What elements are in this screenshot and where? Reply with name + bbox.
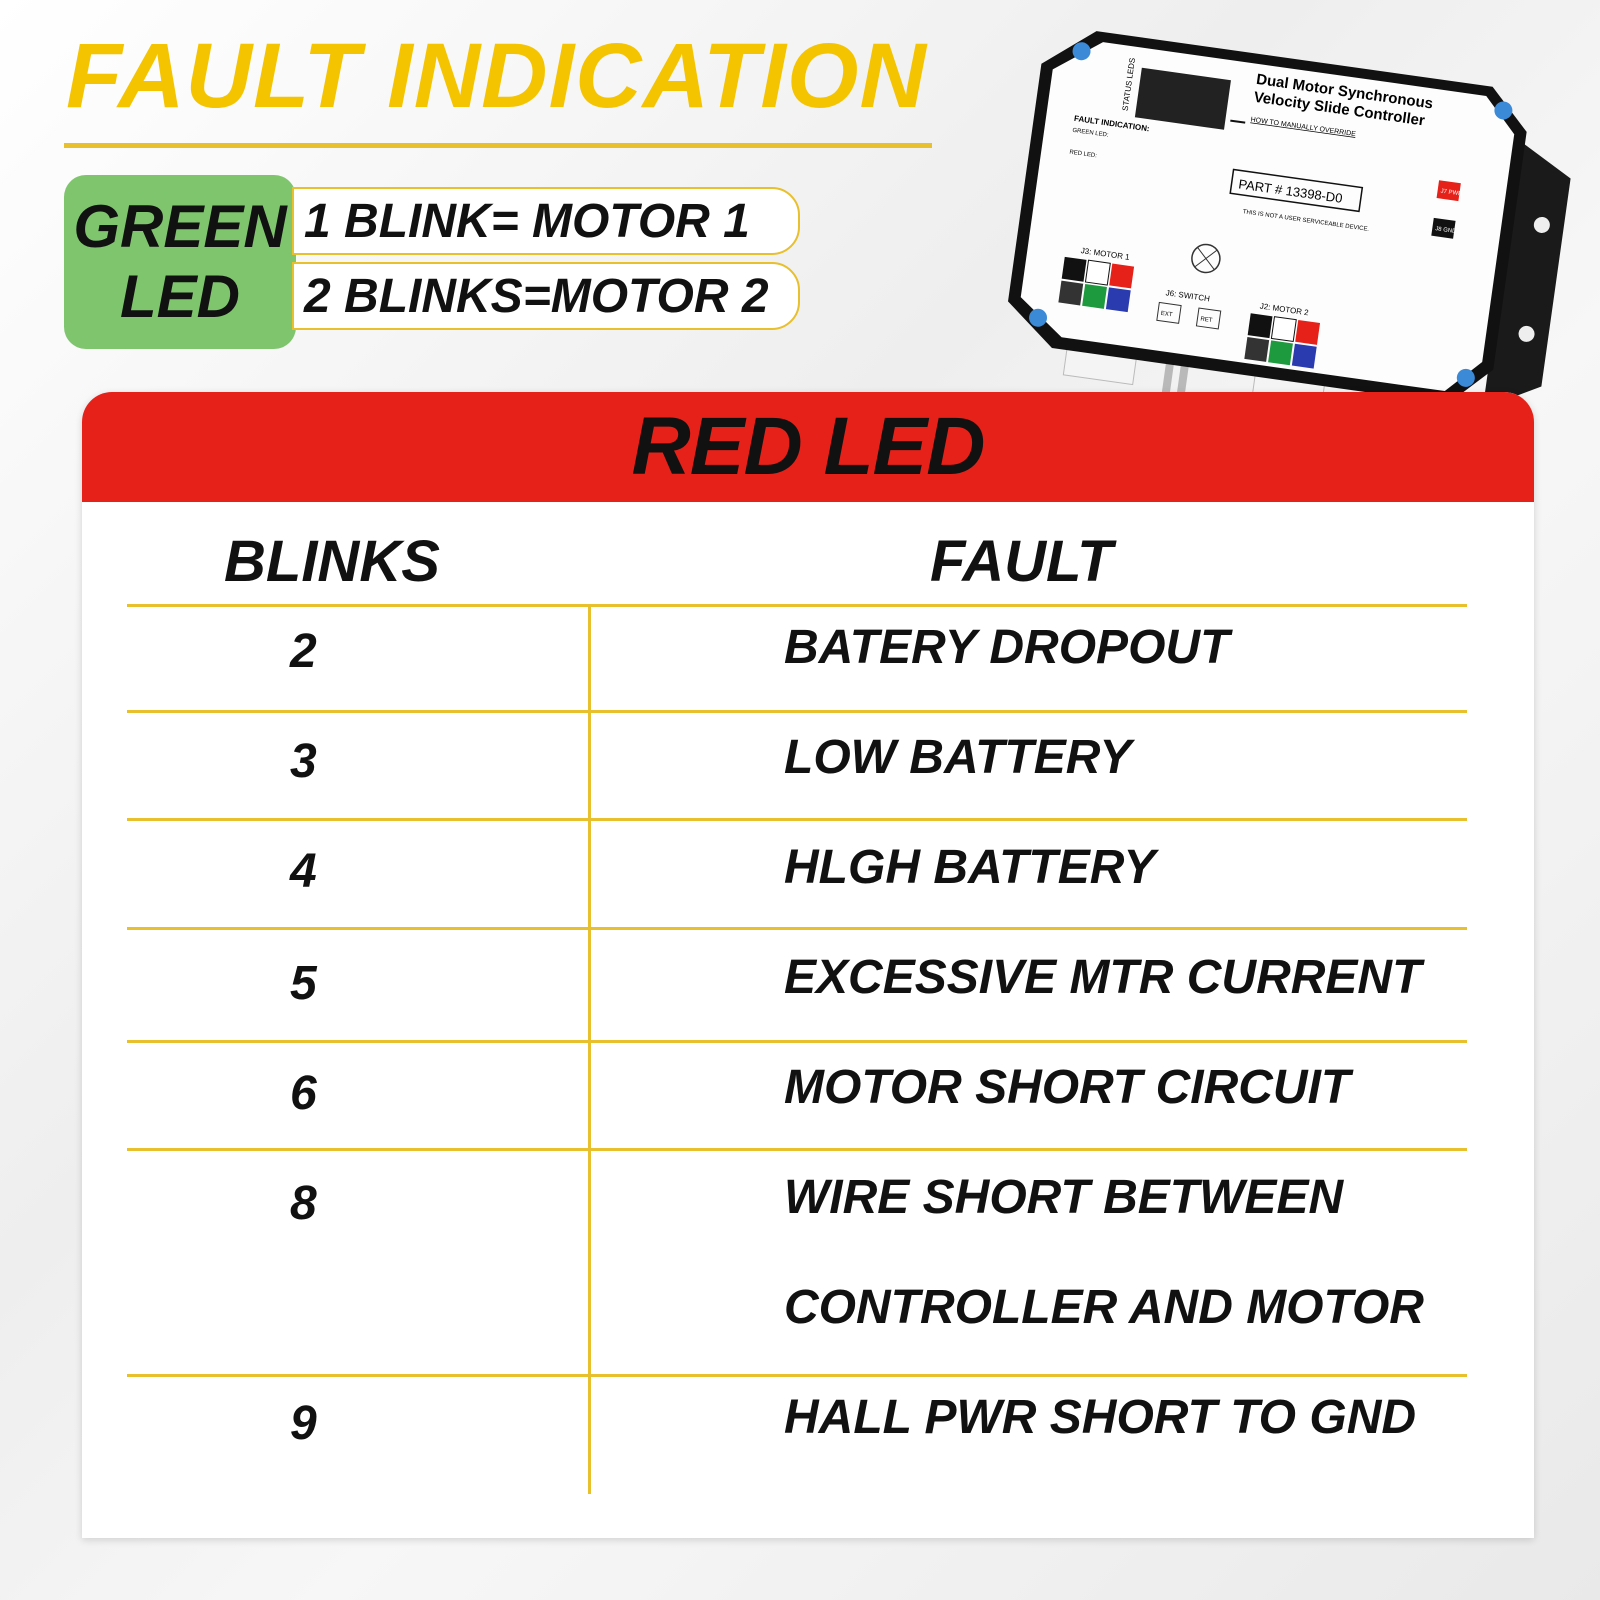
row-blinks: 2 — [290, 625, 317, 678]
green-led-code-2: 2 BLINKS=MOTOR 2 — [292, 262, 800, 330]
table-divider — [127, 1148, 1467, 1151]
column-divider — [588, 606, 591, 1494]
device-x-circle-icon — [1191, 243, 1221, 274]
row-blinks: 6 — [290, 1067, 317, 1120]
table-divider — [127, 927, 1467, 930]
device-ret-label: RET — [1200, 316, 1213, 324]
row-blinks: 3 — [290, 735, 317, 788]
row-blinks: 5 — [290, 957, 317, 1010]
row-blinks: 4 — [290, 845, 317, 898]
green-led-code-1: 1 BLINK= MOTOR 1 — [292, 187, 800, 255]
row-blinks: 8 — [290, 1177, 317, 1230]
red-led-heading: RED LED — [631, 401, 986, 492]
table-divider — [127, 1040, 1467, 1043]
device-green-led: GREEN LED: — [1072, 128, 1109, 139]
red-led-header: RED LED — [82, 392, 1534, 502]
red-led-table: RED LED BLINKS FAULT 2 BATERY DROPOUT 3 … — [82, 392, 1534, 1538]
row-blinks: 9 — [290, 1397, 317, 1450]
mount-hole-icon — [1533, 216, 1550, 233]
device-j7-label: J7 PWR — [1440, 189, 1463, 198]
row-fault: WIRE SHORT BETWEEN — [784, 1171, 1344, 1224]
device-j8-label: J8 GND — [1435, 226, 1458, 235]
green-led-label-line1: GREEN — [73, 193, 287, 260]
row-fault: HLGH BATTERY — [784, 841, 1156, 894]
row-fault: MOTOR SHORT CIRCUIT — [784, 1061, 1351, 1114]
title-underline — [64, 143, 932, 148]
controller-device-image: STATUS LEDS Dual Motor Synchronous Veloc… — [1008, 31, 1571, 427]
table-divider — [127, 710, 1467, 713]
col-header-blinks: BLINKS — [224, 529, 440, 594]
table-divider — [127, 818, 1467, 821]
device-red-led: RED LED: — [1069, 150, 1098, 160]
row-fault: LOW BATTERY — [784, 731, 1132, 784]
row-fault-line2: CONTROLLER AND MOTOR — [784, 1281, 1424, 1334]
row-fault: EXCESSIVE MTR CURRENT — [784, 951, 1422, 1004]
col-header-fault: FAULT — [930, 529, 1113, 594]
row-fault: HALL PWR SHORT TO GND — [784, 1391, 1417, 1444]
green-led-label: GREEN LED — [64, 175, 296, 349]
table-divider — [127, 1374, 1467, 1377]
device-ext-label: EXT — [1160, 311, 1173, 319]
row-fault: BATERY DROPOUT — [784, 621, 1230, 674]
green-led-label-line2: LED — [120, 263, 240, 330]
table-divider — [127, 604, 1467, 607]
page-title: FAULT INDICATION — [66, 25, 927, 127]
